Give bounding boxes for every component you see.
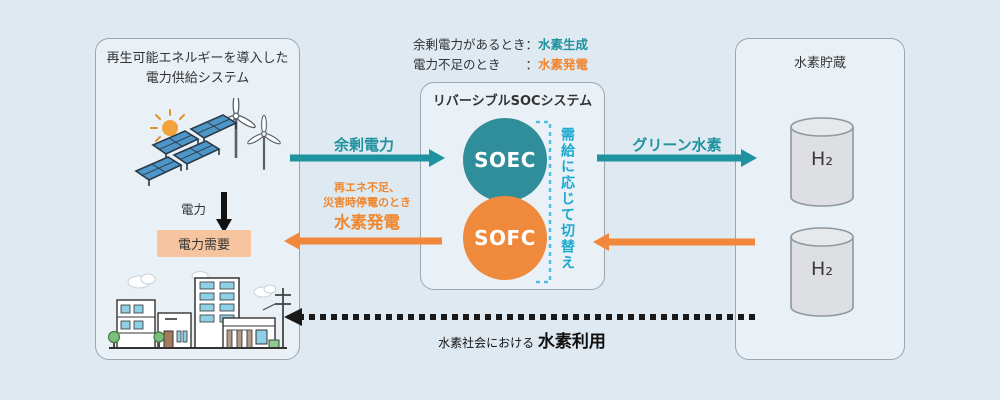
city-illustration [107, 271, 291, 349]
legend-row-shortage: 電力不足のとき ：水素発電 [413, 55, 588, 75]
sun-icon [150, 109, 185, 147]
cloud-icon [127, 271, 277, 298]
left-box-title-line1: 再生可能エネルギーを導入した [106, 51, 289, 66]
surplus-power-label: 余剰電力 [333, 136, 394, 154]
hydrogen-usage-dotted-arrow [284, 308, 755, 326]
hydrogen-tank-icon [790, 227, 854, 317]
switch-note-vertical-text: 需給に応じて切替え [559, 127, 575, 271]
soec-circle: SOEC [463, 118, 547, 202]
legend-row1-value: 水素生成 [538, 37, 589, 52]
legend-row2-value: 水素発電 [538, 57, 589, 72]
left-box-title-line2: 電力供給システム [145, 71, 250, 87]
utility-pole-icon [262, 288, 291, 348]
green-hydrogen-label: グリーン水素 [632, 136, 722, 154]
shortage-line1: 再エネ不足、 [334, 181, 400, 194]
shortage-line3: 水素発電 [334, 212, 400, 232]
sofc-circle: SOFC [463, 196, 547, 280]
hydrogen-power-arrow [284, 232, 442, 250]
legend-row-surplus: 余剰電力があるとき：水素生成 [413, 35, 588, 55]
house [157, 312, 192, 349]
right-box-title: 水素貯蔵 [793, 56, 846, 71]
usage-main: 水素利用 [537, 332, 606, 352]
hydrogen-tank-icon [790, 117, 854, 207]
power-demand-box: 電力需要 [157, 230, 251, 257]
power-label: 電力 [181, 202, 207, 217]
hydrogen-return-arrow [593, 233, 755, 251]
shop-building [222, 317, 280, 349]
soec-label: SOEC [474, 148, 536, 172]
left-box-title: 再生可能エネルギーを導入した 電力供給システム [96, 39, 299, 89]
shortage-line2: 災害時停電のとき [323, 195, 411, 209]
soc-box-title: リバーシブルSOCシステム [432, 94, 593, 109]
shortage-label: 再エネ不足、 災害時停電のとき 水素発電 [293, 181, 441, 234]
tank2-h2-label: H₂ [811, 258, 833, 280]
hydrogen-usage-label: 水素社会における 水素利用 [397, 327, 647, 352]
legend-row2-label: 電力不足のとき ： [413, 57, 539, 72]
power-demand-label: 電力需要 [177, 238, 230, 253]
tree-icon [107, 330, 165, 348]
solar-panel-icon [135, 114, 237, 187]
down-arrow-icon [216, 192, 232, 233]
usage-prefix: 水素社会における [438, 336, 538, 350]
legend-row1-label: 余剰電力があるとき： [413, 37, 539, 52]
apartment-building [116, 299, 156, 349]
solar-wind-illustration [135, 98, 283, 187]
tank1-h2-label: H₂ [811, 148, 833, 170]
sofc-label: SOFC [474, 226, 536, 250]
mode-legend: 余剰電力があるとき：水素生成 電力不足のとき ：水素発電 [413, 35, 588, 75]
wind-turbine-icon [214, 98, 283, 171]
